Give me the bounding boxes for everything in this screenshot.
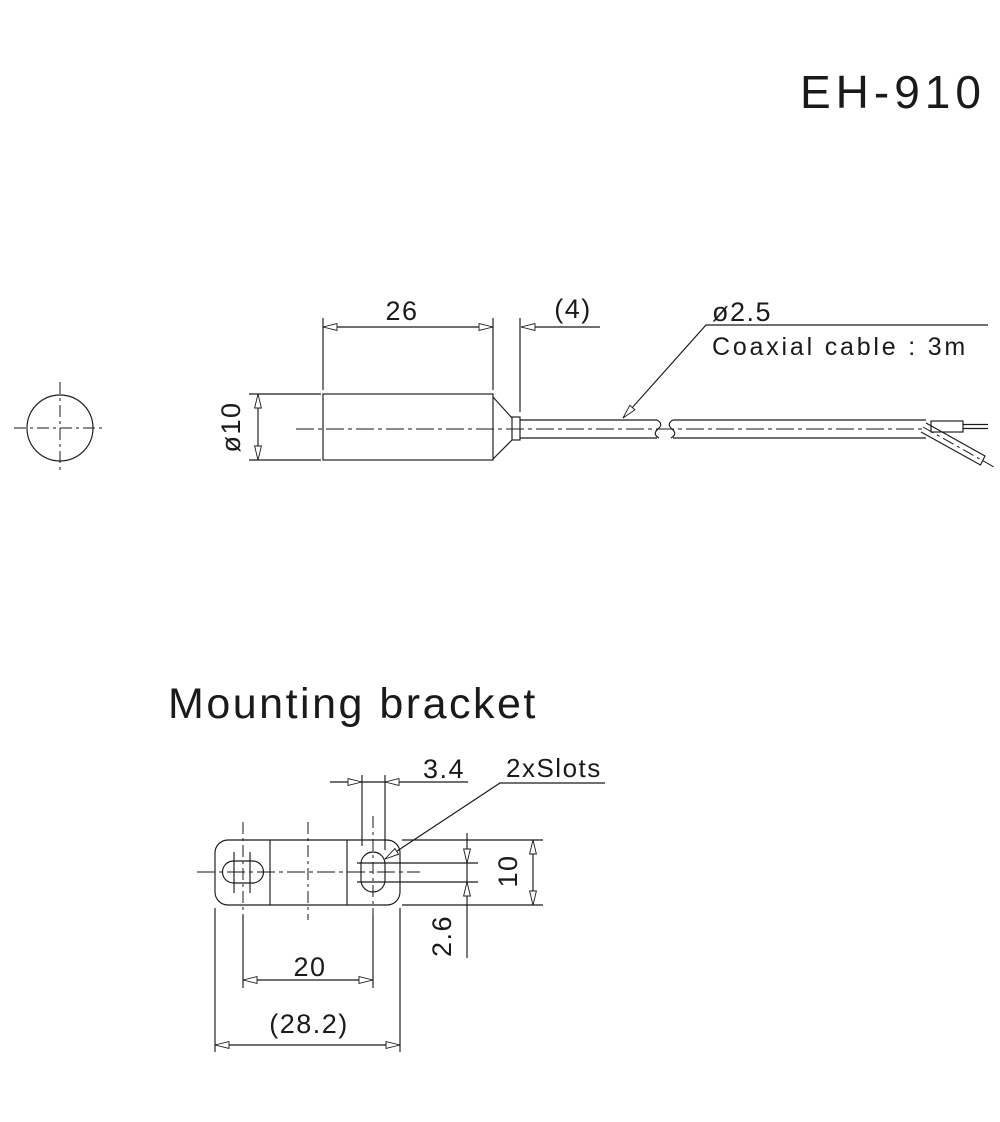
dim-body-length-text: 26 <box>385 296 418 326</box>
slots-leader: 2xSlots <box>382 753 605 863</box>
dim-hole-spacing-text: 20 <box>293 952 326 982</box>
cable-break-right <box>668 419 676 439</box>
upper-wire <box>930 420 964 433</box>
dim-tip-length: (4) <box>519 294 600 412</box>
dim-tip-length-text: (4) <box>554 294 592 324</box>
bracket-section-title: Mounting bracket <box>168 680 538 728</box>
upper-wire-core <box>963 423 988 430</box>
dim-body-diameter: ø10 <box>216 393 321 461</box>
cable-end-wires <box>920 420 995 468</box>
sensor-side-view <box>296 393 995 468</box>
sensor-taper <box>492 396 513 460</box>
dim-slot-width-text: 3.4 <box>423 754 465 784</box>
mounting-bracket-view <box>197 816 478 920</box>
sensor-body <box>322 393 494 461</box>
cable-leader: ø2.5 Coaxial cable : 3m <box>620 297 988 421</box>
dim-overall-length-text: (28.2) <box>269 1009 349 1039</box>
lower-wire <box>920 422 986 466</box>
cable-collar <box>511 416 521 441</box>
slots-label-text: 2xSlots <box>506 753 602 783</box>
dim-slot-straight: 2.6 <box>427 833 471 958</box>
dim-body-length: 26 <box>322 296 494 390</box>
dim-bracket-width: 10 <box>402 839 543 906</box>
sensor-end-view <box>14 382 106 474</box>
cable-segment-1 <box>520 419 657 439</box>
cable-note-text: Coaxial cable : 3m <box>712 333 968 361</box>
dim-overall-length: (28.2) <box>214 908 401 1052</box>
drawing-title: EH-910 <box>800 66 986 118</box>
dim-hole-spacing: 20 <box>242 915 374 988</box>
cable-diameter-text: ø2.5 <box>712 297 772 327</box>
lower-wire-centerline <box>922 426 995 468</box>
dim-body-diameter-text: ø10 <box>216 401 246 452</box>
dim-slot-width: 3.4 <box>330 754 468 850</box>
dim-slot-straight-text: 2.6 <box>427 915 457 957</box>
cable-break-left <box>654 419 662 439</box>
dim-bracket-width-text: 10 <box>493 854 523 887</box>
cable-segment-2 <box>673 419 926 439</box>
